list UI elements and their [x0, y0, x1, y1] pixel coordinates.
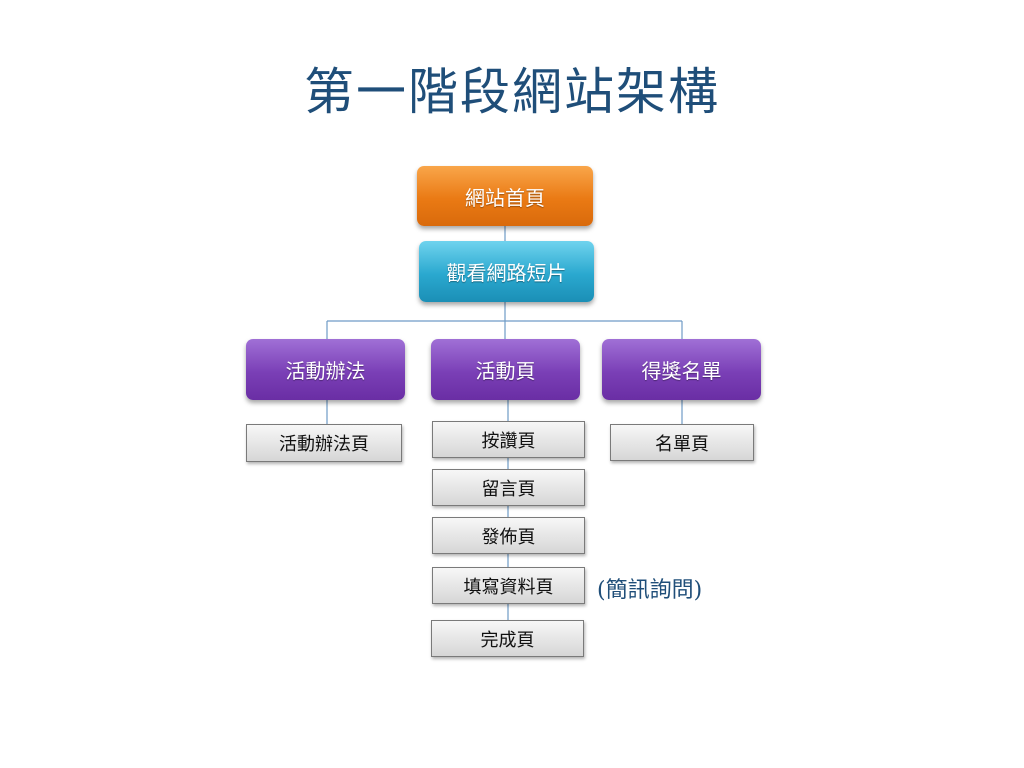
publish-page-box: 發佈頁 — [432, 517, 585, 554]
page-title: 第一階段網站架構 — [304, 63, 720, 121]
rules-page-box: 活動辦法頁 — [246, 424, 402, 462]
like-page-box: 按讚頁 — [432, 421, 585, 458]
activity-node: 活動頁 — [431, 339, 580, 400]
winners-page-box: 名單頁 — [610, 424, 754, 461]
comment-page-box: 留言頁 — [432, 469, 585, 506]
home-node: 網站首頁 — [417, 166, 593, 226]
complete-page-box: 完成頁 — [431, 620, 584, 657]
video-node: 觀看網路短片 — [419, 241, 594, 302]
winners-node: 得獎名單 — [602, 339, 761, 400]
form-page-box: 填寫資料頁 — [432, 567, 585, 604]
sms-note: (簡訊詢問) — [597, 578, 703, 603]
rules-node: 活動辦法 — [246, 339, 405, 400]
